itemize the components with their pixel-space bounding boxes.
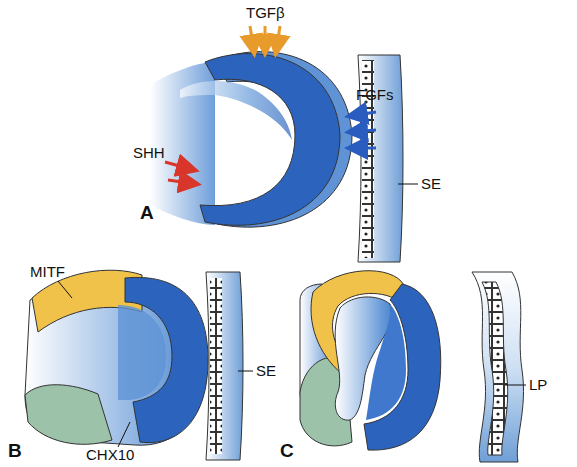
part-label: LP bbox=[529, 376, 547, 394]
leader-lines bbox=[58, 184, 526, 447]
signal-label: SHH bbox=[133, 144, 165, 162]
panel-letter: C bbox=[280, 442, 294, 460]
lens-placode bbox=[472, 272, 524, 462]
gene-label: CHX10 bbox=[86, 446, 134, 464]
signal-arrows bbox=[165, 26, 376, 184]
surface-ectoderm bbox=[206, 272, 243, 460]
panel-letter: A bbox=[140, 204, 154, 222]
part-label: SE bbox=[421, 175, 441, 193]
optic-cup-early bbox=[25, 270, 208, 445]
gene-label: MITF bbox=[30, 263, 65, 281]
optic-vesicle bbox=[150, 52, 352, 228]
part-label: SE bbox=[256, 362, 276, 380]
signal-label: TGFβ bbox=[246, 4, 285, 22]
optic-cup-late bbox=[300, 271, 441, 450]
panel-letter: B bbox=[8, 442, 22, 460]
signal-label: FGFs bbox=[356, 86, 394, 104]
